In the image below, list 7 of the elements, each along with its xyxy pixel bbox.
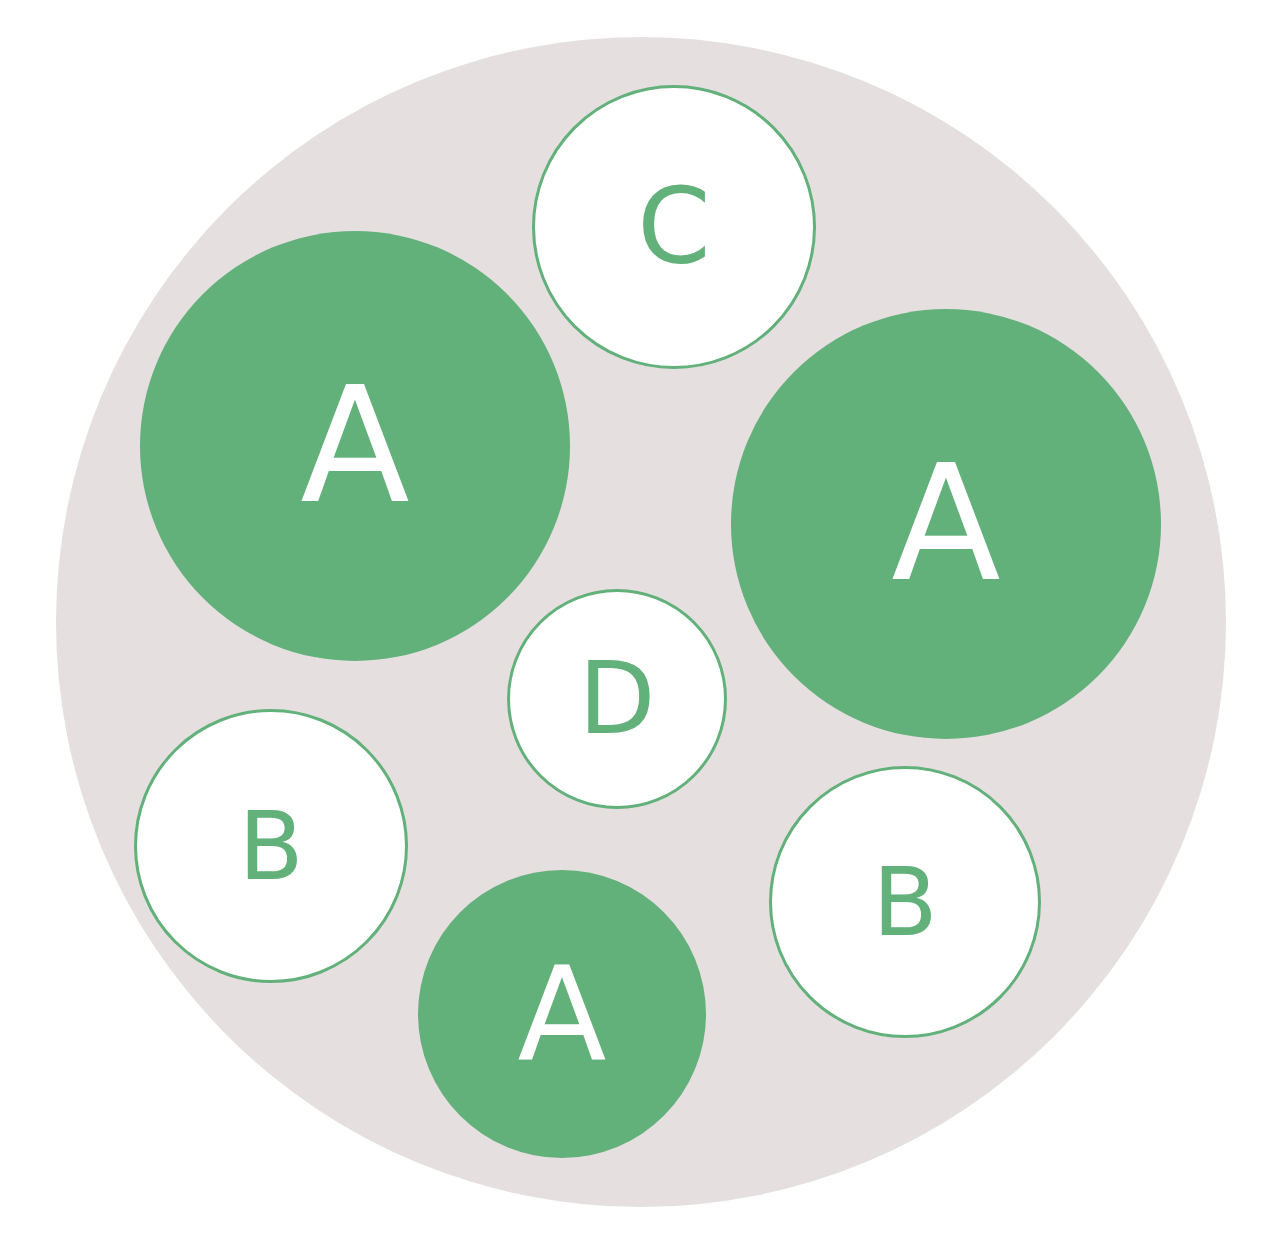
circle-label: A — [517, 949, 607, 1079]
circle-label: C — [637, 174, 711, 280]
circle-label: B — [872, 854, 938, 950]
circle-label: B — [238, 798, 304, 894]
circle-label: A — [300, 366, 410, 526]
circle-label: A — [891, 444, 1001, 604]
circle-label: D — [578, 649, 656, 749]
